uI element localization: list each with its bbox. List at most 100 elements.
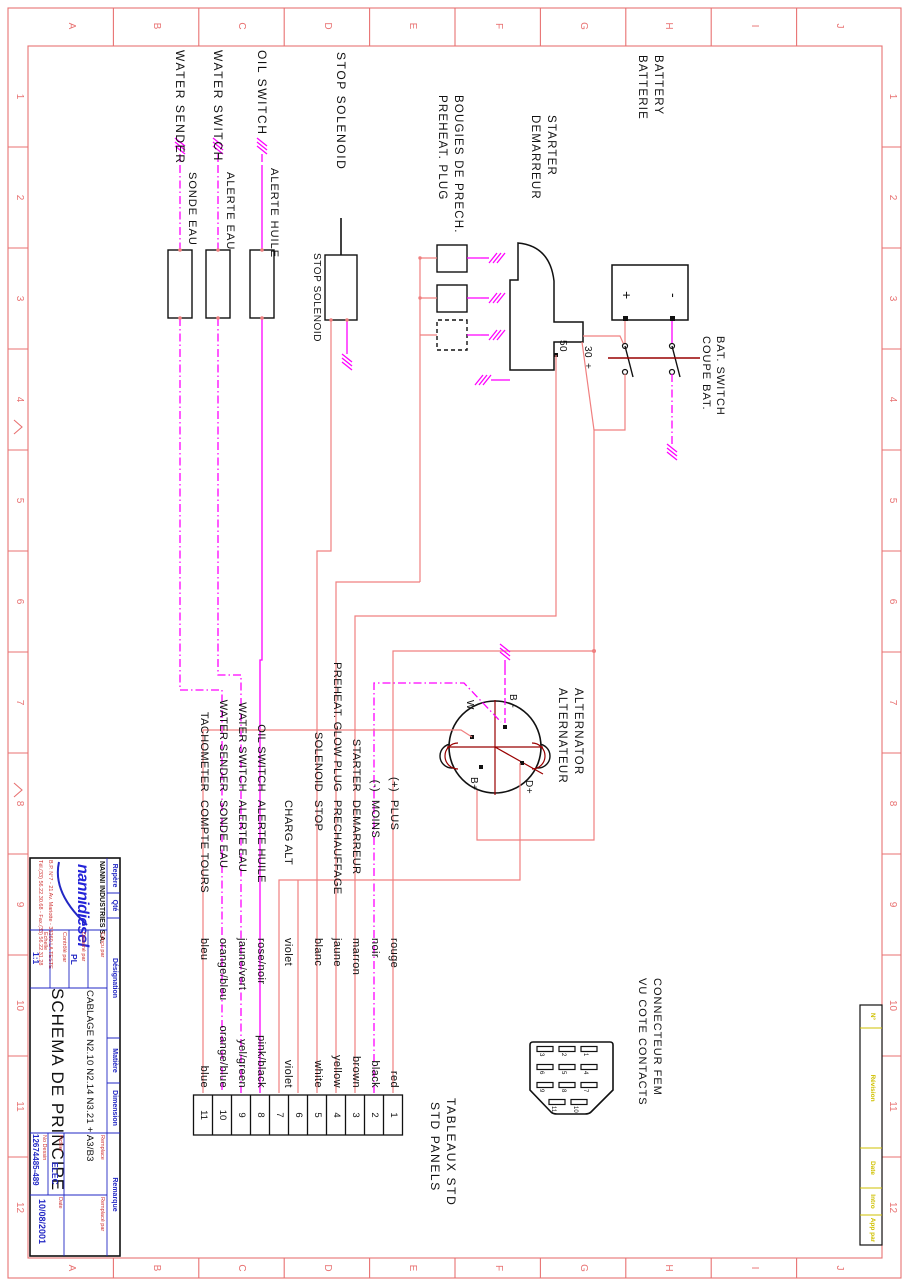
zone-letter-left: H xyxy=(663,22,675,30)
tb-no-dessin: No Dessin xyxy=(41,1135,47,1161)
zone-letter-right: H xyxy=(663,1264,675,1272)
fem-slot xyxy=(536,1081,554,1089)
revision-cell-label: Date xyxy=(869,1160,876,1176)
zone-letter-right: C xyxy=(236,1264,248,1272)
alternator-label: ALTERNATOR xyxy=(572,688,584,776)
demarreur-label: DEMARREUR xyxy=(529,115,541,200)
table-color-en: red xyxy=(388,1070,400,1088)
tb-date: Date xyxy=(57,1197,63,1209)
tb-echelle-val: 1:1 xyxy=(31,952,41,965)
battery-minus-sign: - xyxy=(666,293,682,298)
zone-number-bottom: 1 xyxy=(14,93,25,100)
table-name-en: TACHOMETER xyxy=(198,711,210,792)
fem-slot xyxy=(558,1081,576,1089)
vu-cote-contacts: VU COTE CONTACTS xyxy=(636,978,648,1106)
zone-number-bottom: 12 xyxy=(14,1201,25,1214)
pin-number: 7 xyxy=(274,1112,286,1118)
tb-header-dimension: Dimension xyxy=(111,1090,118,1126)
tb-dessine: Dessiné par xyxy=(80,932,86,962)
tb-header-matiere: Matière xyxy=(111,1048,118,1073)
battery-symbol xyxy=(611,264,689,321)
fem-slot xyxy=(558,1045,576,1053)
table-name-fr: STOP xyxy=(312,800,324,832)
fem-slot xyxy=(580,1063,598,1071)
starter-label: STARTER xyxy=(545,115,557,177)
zone-letter-left: G xyxy=(578,22,590,30)
table-name-fr: PLUS xyxy=(388,800,400,831)
table-name-fr: DEMARREUR xyxy=(350,800,362,875)
pin-number: 5 xyxy=(312,1112,324,1118)
fem-slot xyxy=(558,1063,576,1071)
table-color-en: pink/black xyxy=(255,1035,267,1088)
fem-slot-number: 4 xyxy=(582,1071,588,1075)
table-name-en: OIL SWITCH xyxy=(255,724,267,792)
zone-letter-right: B xyxy=(151,1264,163,1272)
pin-number: 10 xyxy=(217,1109,229,1121)
zone-letter-left: E xyxy=(407,22,419,30)
tb-concu: Conçu par xyxy=(99,932,105,958)
alt-term-bminus: B - xyxy=(507,694,518,709)
bougies-label: BOUGIES DE PRECH. xyxy=(452,95,464,234)
zone-number-bottom: 10 xyxy=(14,999,25,1012)
coupe-bat-label: COUPE BAT. xyxy=(700,336,712,411)
preheat-plugs-symbol xyxy=(335,244,506,1093)
fem-slot-number: 9 xyxy=(538,1089,544,1093)
pin-number: 9 xyxy=(236,1112,248,1118)
fem-slot xyxy=(580,1045,598,1053)
table-name-en: PREHEAT. GLOW PLUG xyxy=(331,662,343,792)
table-color-en: blue xyxy=(198,1065,210,1088)
fem-slot-number: 10 xyxy=(572,1106,578,1113)
table-color-fr: blanc xyxy=(312,938,324,967)
table-name-en: SOLENOID xyxy=(312,731,324,792)
fem-slot-number: 8 xyxy=(560,1089,566,1093)
zone-letter-right: J xyxy=(834,1265,846,1271)
battery-switch-symbol xyxy=(392,321,700,1093)
zone-letter-right: I xyxy=(748,1266,760,1270)
zone-number-top: 4 xyxy=(887,396,898,403)
bat-switch-label: BAT. SWITCH xyxy=(714,336,726,416)
sonde-eau-label: SONDE EAU xyxy=(186,172,198,246)
tb-controle: Contrôlé par xyxy=(61,932,67,963)
alternator-symbol xyxy=(202,643,551,1093)
table-name-fr: COMPTE TOURS xyxy=(198,800,210,894)
fem-slot-number: 2 xyxy=(560,1053,566,1057)
revision-cell-label: Intro xyxy=(869,1194,876,1209)
zone-number-top: 11 xyxy=(887,1101,898,1112)
zone-number-top: 5 xyxy=(887,497,898,504)
solenoid-box-label: STOP SOLENOID xyxy=(311,253,322,343)
revision-cell-label: N° xyxy=(869,1012,876,1021)
zone-number-top: 2 xyxy=(887,194,898,201)
table-color-fr: rose/noir xyxy=(255,938,267,985)
table-name-fr: CHARG ALT xyxy=(282,800,294,866)
fem-slot-number: 11 xyxy=(550,1106,556,1113)
zone-letter-left: F xyxy=(492,22,504,30)
pin-number: 8 xyxy=(255,1112,267,1118)
tb-fichier-val: ELEC xyxy=(50,1162,60,1185)
tb-header-remarque: Remarque xyxy=(111,1177,118,1212)
zone-letter-left: D xyxy=(321,22,333,30)
alt-term-bplus: B+ xyxy=(468,777,479,791)
revision-cell-label: App par xyxy=(869,1217,876,1243)
zone-number-bottom: 3 xyxy=(14,295,25,302)
zone-number-bottom: 8 xyxy=(14,800,25,807)
alternateur-label: ALTERNATEUR xyxy=(556,688,568,784)
fem-slot xyxy=(570,1098,588,1106)
table-color-fr: noir xyxy=(369,938,381,958)
zone-number-top: 9 xyxy=(887,901,898,908)
zone-letter-right: A xyxy=(65,1264,77,1272)
zone-number-top: 12 xyxy=(887,1201,898,1214)
table-color-en: orange/blue xyxy=(217,1025,229,1088)
starter-term-30: 30 xyxy=(582,346,593,359)
zone-letter-left: A xyxy=(65,22,77,30)
table-name-en: WATER SENDER xyxy=(217,699,229,792)
alerte-huile-label: ALERTE HUILE xyxy=(268,168,280,259)
table-name-fr: ALERTE HUILE xyxy=(255,800,267,883)
connector-pin-strip xyxy=(192,1094,404,1136)
starter-symbol xyxy=(354,242,625,1093)
table-color-en: violet xyxy=(282,1059,294,1088)
center-mark xyxy=(13,782,23,798)
table-color-fr: rouge xyxy=(388,938,400,969)
pin-number: 6 xyxy=(293,1112,305,1118)
